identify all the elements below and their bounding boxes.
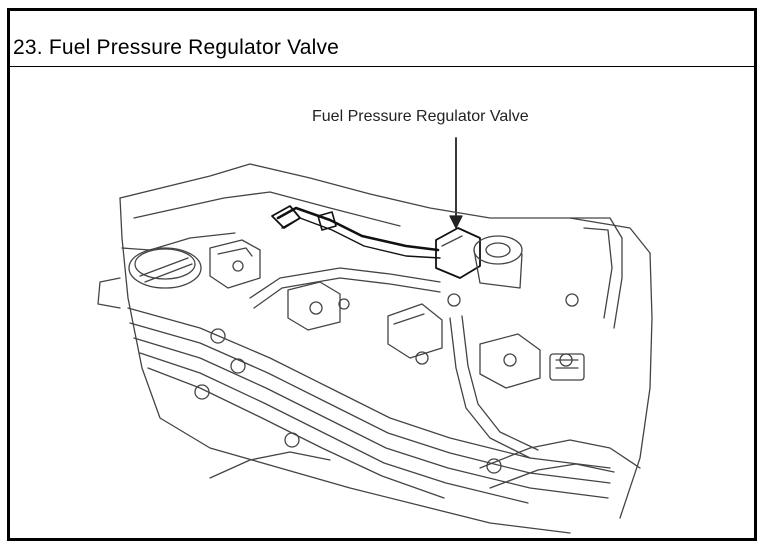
ignition-coil-1 (209, 239, 261, 289)
callout-arrow (449, 137, 463, 229)
wiring-harness (97, 217, 623, 459)
diagram-frame: 23. Fuel Pressure Regulator Valve Fuel P… (7, 8, 757, 541)
regulator-valve (435, 227, 523, 289)
ignition-coil-3 (387, 303, 443, 359)
engine-outline (119, 163, 653, 534)
lower-manifold (209, 439, 641, 489)
header-bar: 23. Fuel Pressure Regulator Valve (10, 11, 754, 67)
sensor-connector (549, 353, 585, 381)
callout-label: Fuel Pressure Regulator Valve (312, 108, 529, 125)
page-title: 23. Fuel Pressure Regulator Valve (13, 36, 340, 59)
engine-illustration (97, 137, 653, 534)
engine-diagram: Fuel Pressure Regulator Valve (10, 68, 754, 538)
ignition-coil-4 (479, 333, 541, 389)
ignition-coil-2 (287, 281, 350, 331)
valve-cover-ribs (127, 307, 611, 504)
oil-filler-cap (128, 247, 202, 289)
fuel-hose (271, 205, 441, 259)
